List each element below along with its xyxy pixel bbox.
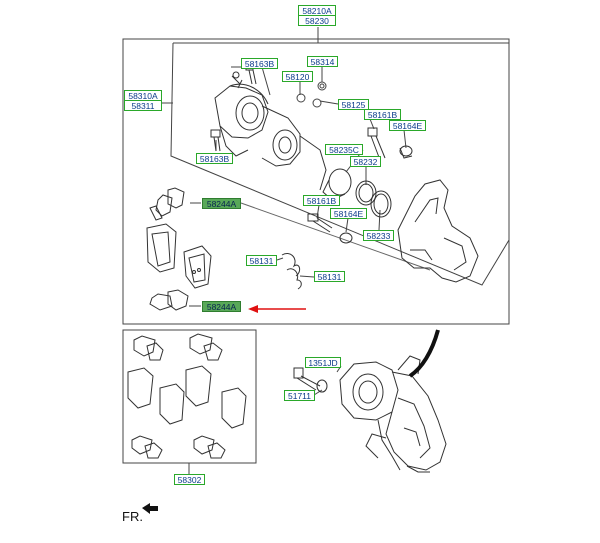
label-58163b-left[interactable]: 58163B — [196, 153, 233, 164]
pad-kit-frame — [122, 329, 257, 464]
label-58161b-mid[interactable]: 58161B — [303, 195, 340, 206]
red-pointer-arrow — [248, 305, 306, 313]
label-58120[interactable]: 58120 — [282, 71, 313, 82]
brake-pads-top — [146, 223, 212, 289]
label-58161b-top[interactable]: 58161B — [364, 109, 401, 120]
front-direction-label: FR. — [122, 509, 143, 524]
bolt-58163b-left — [210, 129, 221, 152]
label-58230[interactable]: 58230 — [298, 15, 336, 26]
label-58164e-mid[interactable]: 58164E — [330, 208, 367, 219]
label-1351jd[interactable]: 1351JD — [305, 357, 341, 368]
assembled-caliper-drawing — [339, 355, 447, 473]
label-58244a-bottom[interactable]: 58244A — [202, 301, 241, 312]
mounting-bolt-51711 — [293, 367, 328, 393]
exploded-view-frame — [170, 42, 510, 286]
pad-clips-top — [149, 187, 185, 221]
label-58311[interactable]: 58311 — [124, 100, 162, 111]
label-58314[interactable]: 58314 — [307, 56, 338, 67]
guide-pin-mid — [307, 213, 353, 244]
retaining-springs — [281, 252, 302, 290]
label-58244a-top[interactable]: 58244A — [202, 198, 241, 209]
label-58164e-top[interactable]: 58164E — [389, 120, 426, 131]
brake-hose — [408, 329, 440, 378]
label-58302[interactable]: 58302 — [174, 474, 205, 485]
label-58232[interactable]: 58232 — [350, 156, 381, 167]
label-58235c[interactable]: 58235C — [325, 144, 363, 155]
caliper-body-drawing — [214, 71, 327, 191]
label-58131-right[interactable]: 58131 — [314, 271, 345, 282]
label-58131-left[interactable]: 58131 — [246, 255, 277, 266]
label-58163b-top[interactable]: 58163B — [241, 58, 278, 69]
label-58233[interactable]: 58233 — [363, 230, 394, 241]
caliper-carrier-bracket — [397, 179, 479, 283]
label-51711[interactable]: 51711 — [284, 390, 315, 401]
pad-clips-bottom — [149, 289, 189, 311]
label-58125[interactable]: 58125 — [338, 99, 369, 110]
pad-kit-contents — [127, 333, 247, 459]
front-direction-arrow — [142, 503, 158, 514]
